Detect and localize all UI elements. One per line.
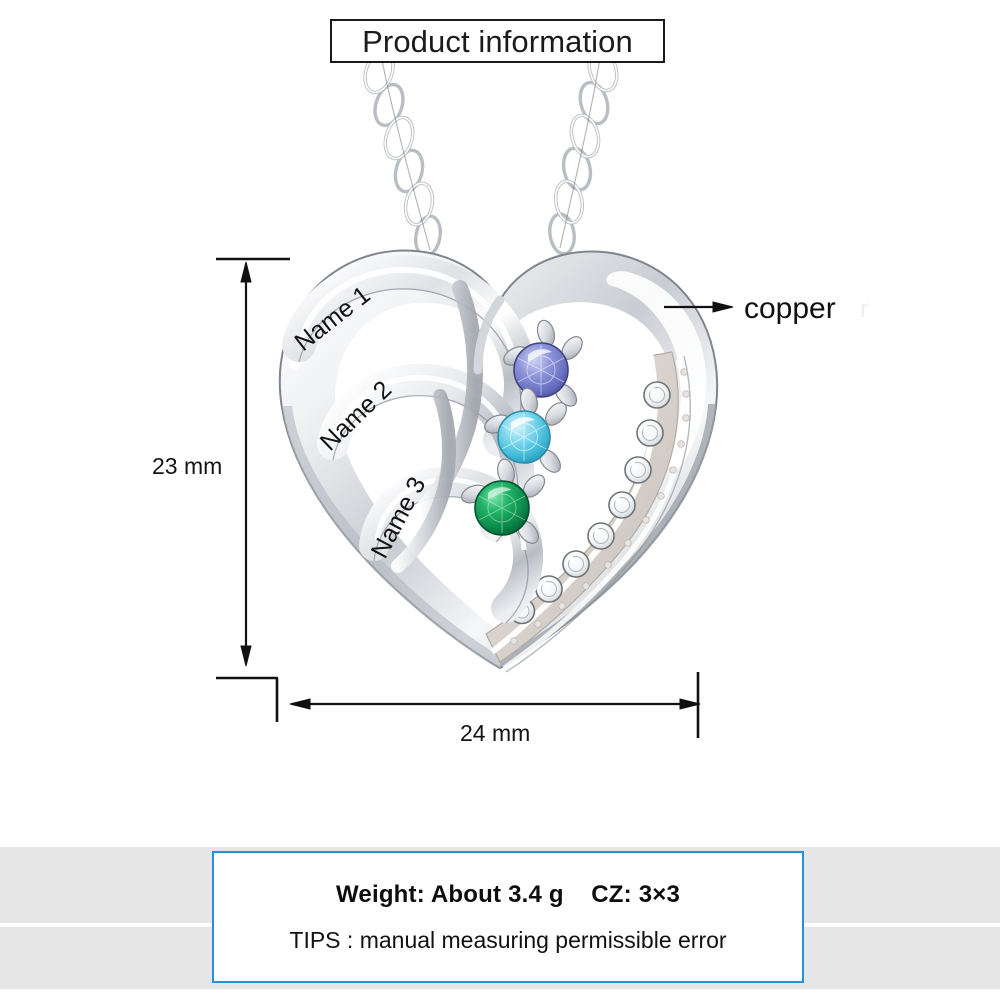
pave-cz-channel bbox=[485, 343, 691, 673]
arrow-left bbox=[289, 698, 311, 710]
arrow-up bbox=[240, 261, 252, 283]
cz-stone-group bbox=[508, 381, 671, 625]
gemstone-tanzanite bbox=[503, 319, 583, 407]
product-information-title-box: Product information bbox=[330, 19, 665, 63]
callout-leader bbox=[664, 301, 734, 313]
arrow-right bbox=[679, 698, 701, 710]
callout-arrow bbox=[712, 301, 734, 313]
heart-inner-strokes bbox=[391, 280, 505, 573]
arrow-down bbox=[240, 645, 252, 667]
dimension-width-label: 24 mm bbox=[460, 720, 531, 746]
gemstone-emerald bbox=[460, 458, 546, 544]
gemstone-aquamarine bbox=[484, 387, 567, 473]
necklace-chain-right bbox=[548, 47, 619, 256]
necklace-chain-left bbox=[363, 49, 443, 258]
material-callout-label: copper bbox=[744, 292, 836, 325]
dimension-height-label: 23 mm bbox=[152, 453, 223, 479]
tips-note: TIPS : manual measuring permissible erro… bbox=[289, 926, 727, 953]
weight-and-cz-spec: Weight: About 3.4 g CZ: 3×3 bbox=[335, 880, 680, 908]
dimension-annotations bbox=[216, 257, 701, 738]
page-title: Product information bbox=[362, 23, 633, 59]
specifications-box: Weight: About 3.4 g CZ: 3×3 TIPS : manua… bbox=[212, 851, 804, 983]
